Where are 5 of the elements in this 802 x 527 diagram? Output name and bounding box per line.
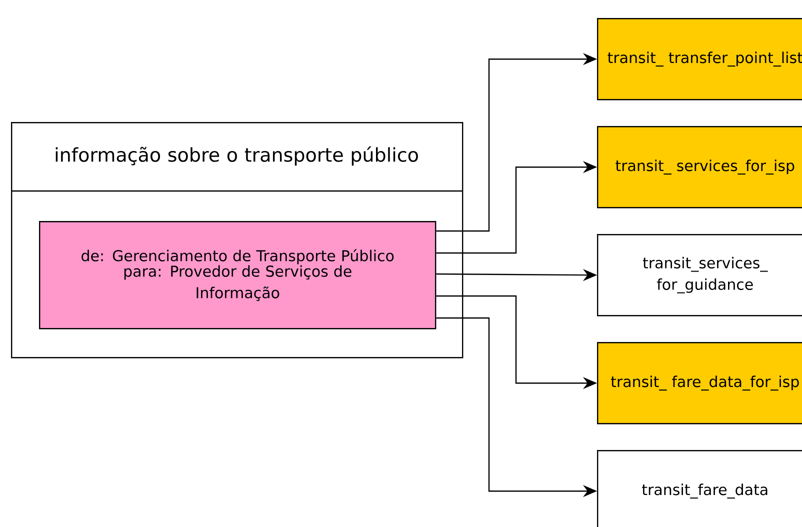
message-box: de: Gerenciamento de Transporte Público para: Provedor de Serviços de Informação [39,221,436,330]
data-box: transit_services_ for_guidance [597,234,802,316]
data-box: transit_fare_data [597,450,802,527]
data-box: transit_ services_for_isp [597,126,802,208]
data-box: transit_ fare_data_for_isp [597,342,802,424]
